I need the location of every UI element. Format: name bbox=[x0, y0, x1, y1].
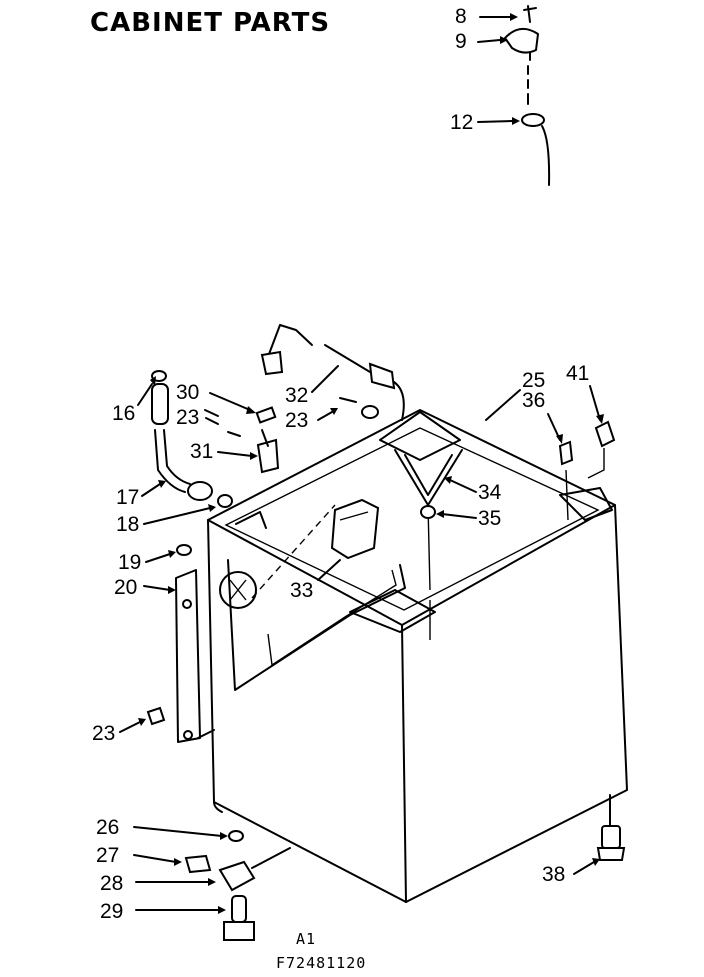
left-side-parts bbox=[146, 324, 405, 743]
callout-17: 17 bbox=[116, 486, 139, 509]
callout-8: 8 bbox=[455, 5, 467, 28]
callout-12: 12 bbox=[450, 111, 473, 134]
callout-36: 36 bbox=[522, 389, 545, 412]
callout-23-lower: 23 bbox=[92, 722, 115, 745]
callout-32: 32 bbox=[285, 384, 308, 407]
callout-18: 18 bbox=[116, 513, 139, 536]
callout-30: 30 bbox=[176, 381, 199, 404]
callout-26: 26 bbox=[96, 816, 119, 839]
callout-9: 9 bbox=[455, 30, 467, 53]
callout-labels: 8 9 12 16 30 23 32 23 25 41 36 31 17 34 bbox=[92, 5, 604, 923]
figure-code: A1 bbox=[296, 930, 317, 948]
callout-41: 41 bbox=[566, 362, 589, 385]
callout-33: 33 bbox=[290, 579, 313, 602]
part-reference-number: F72481120 bbox=[276, 954, 367, 972]
callout-16: 16 bbox=[112, 402, 135, 425]
callout-23-upper-right: 23 bbox=[285, 409, 308, 432]
callout-23-upper-left: 23 bbox=[176, 406, 199, 429]
bottom-leg-assembly bbox=[184, 830, 291, 941]
callout-31: 31 bbox=[190, 440, 213, 463]
callout-38: 38 bbox=[542, 863, 565, 886]
callout-19: 19 bbox=[118, 551, 141, 574]
callout-25: 25 bbox=[522, 369, 545, 392]
callout-20: 20 bbox=[114, 576, 137, 599]
top-clamp-assembly bbox=[477, 5, 551, 186]
callout-27: 27 bbox=[96, 844, 119, 867]
cabinet-body bbox=[207, 409, 628, 903]
callout-28: 28 bbox=[100, 872, 123, 895]
callout-35: 35 bbox=[478, 507, 501, 530]
diagram-title: CABINET PARTS bbox=[90, 8, 331, 38]
callout-34: 34 bbox=[478, 481, 502, 504]
callout-29: 29 bbox=[100, 900, 123, 923]
right-side-parts bbox=[558, 420, 626, 861]
